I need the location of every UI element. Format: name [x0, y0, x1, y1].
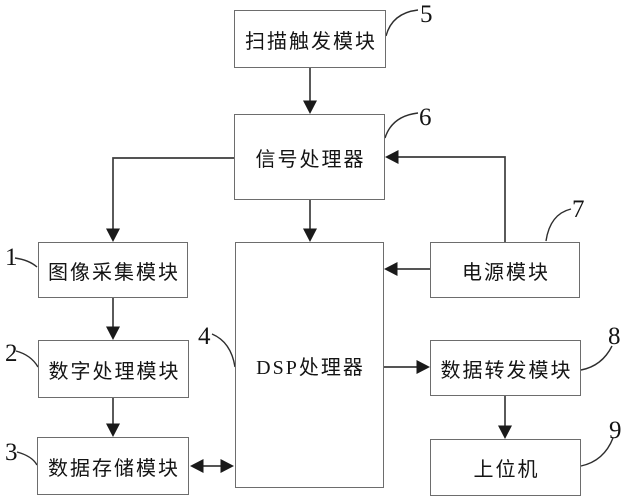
box-label: DSP处理器 [256, 356, 365, 379]
box-label: 数字处理模块 [48, 360, 181, 383]
ref-numeral-7: 7 [572, 196, 585, 223]
box-digital-processing-module: 数字处理模块 [38, 340, 189, 398]
arrowhead-into-image-top [106, 228, 120, 242]
box-signal-processor: 信号处理器 [234, 114, 385, 200]
ref-numeral-4: 4 [198, 323, 211, 350]
arrowhead-into-signal-top [303, 100, 317, 114]
box-label: 数据存储模块 [48, 457, 180, 480]
arrowhead-into-dsp-right [384, 262, 398, 276]
connector-power-to-signal [398, 156, 506, 242]
ref-numeral-5: 5 [420, 1, 433, 28]
box-power-module: 电源模块 [430, 242, 580, 298]
arrowhead-into-forward-left [416, 360, 430, 374]
box-dsp-processor: DSP处理器 [235, 242, 384, 488]
box-label: 信号处理器 [255, 148, 366, 171]
ref-numeral-9: 9 [609, 417, 622, 444]
leader-line-2 [15, 350, 39, 368]
ref-numeral-6: 6 [419, 104, 432, 131]
arrowhead-into-storage-top [106, 423, 120, 437]
arrowheads [106, 100, 512, 473]
connector-lines [112, 68, 506, 467]
box-image-acquisition-module: 图像采集模块 [38, 242, 188, 298]
leader-line-1 [14, 257, 38, 268]
connector-signal-to-image [112, 157, 234, 229]
box-scan-trigger-module: 扫描触发模块 [234, 10, 386, 68]
box-data-forwarding-module: 数据转发模块 [430, 340, 581, 396]
arrowhead-into-host-top [498, 425, 512, 439]
box-data-storage-module: 数据存储模块 [37, 437, 189, 495]
box-label: 扫描触发模块 [245, 30, 377, 53]
ref-numeral-8: 8 [608, 323, 621, 350]
leader-line-5 [385, 9, 419, 37]
leader-line-4 [211, 333, 236, 368]
ref-numeral-2: 2 [5, 340, 18, 367]
arrowhead-into-storage-right [190, 459, 204, 473]
box-label: 电源模块 [462, 261, 550, 284]
box-label: 图像采集模块 [48, 261, 180, 284]
arrowhead-into-dsp-left [220, 459, 234, 473]
ref-numeral-1: 1 [5, 244, 18, 271]
leader-line-3 [16, 451, 38, 466]
arrowhead-into-dsp-top [303, 228, 317, 242]
arrowhead-into-signal-right [385, 150, 399, 164]
leader-lines [14, 9, 614, 467]
arrowhead-into-digital-top [106, 326, 120, 340]
leader-line-6 [384, 112, 419, 139]
box-label: 上位机 [473, 459, 540, 481]
box-host-computer: 上位机 [430, 439, 581, 496]
leader-line-8 [580, 345, 613, 371]
leader-line-9 [580, 437, 614, 467]
box-label: 数据转发模块 [440, 359, 573, 382]
leader-line-7 [545, 208, 572, 242]
ref-numeral-3: 3 [5, 439, 18, 466]
